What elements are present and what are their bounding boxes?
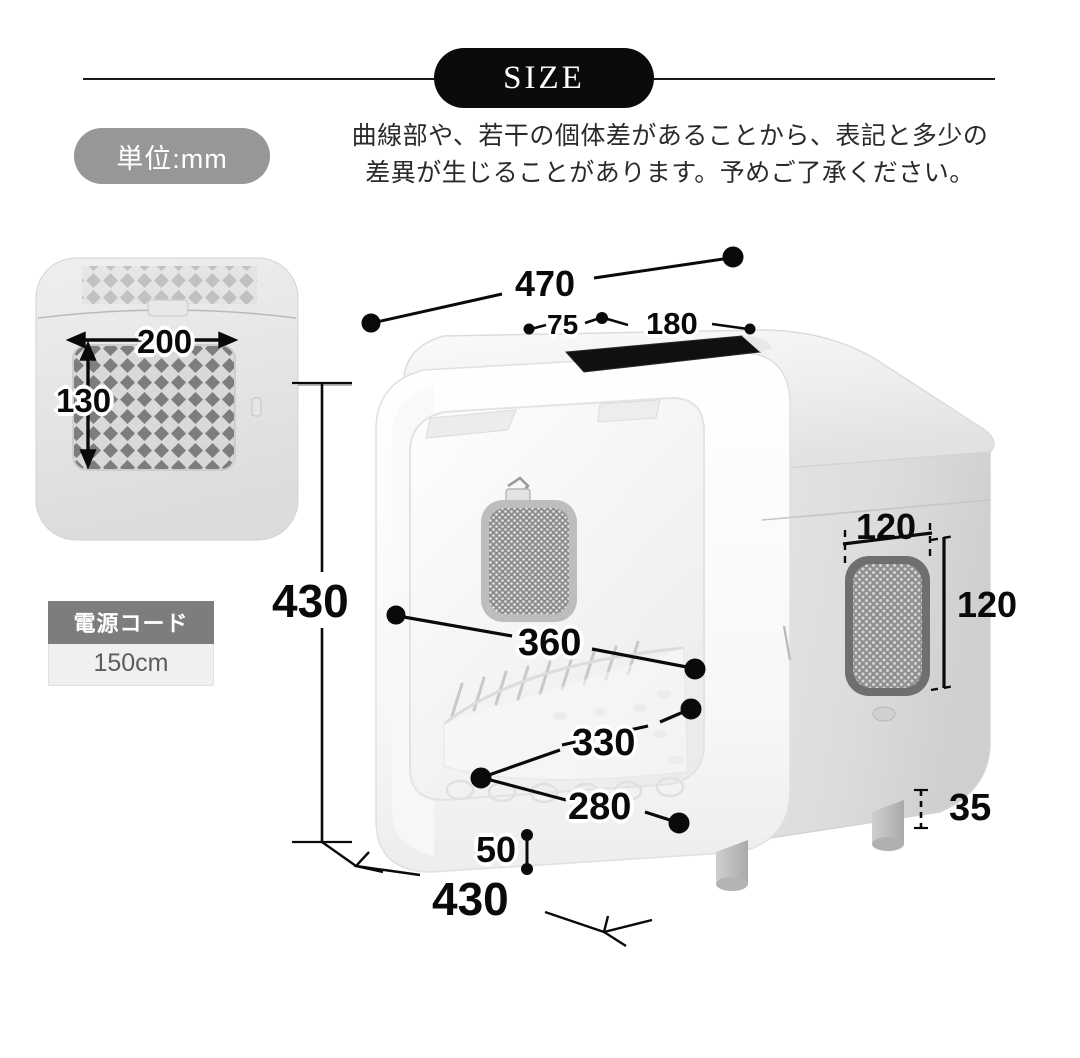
dim-label-430-height: 430: [272, 575, 349, 627]
dim-label-50: 50: [476, 829, 517, 870]
side-vent: [845, 556, 930, 696]
dim-label-130: 130: [56, 382, 112, 419]
power-cord-title: 電源コード: [48, 601, 214, 644]
size-badge-label: SIZE: [503, 59, 585, 96]
disclaimer-text: 曲線部や、若干の個体差があることから、表記と多少の 差異が生じることがあります。…: [310, 118, 1030, 192]
power-cord-label: 電源コード 150cm: [48, 601, 214, 686]
dim-label-35: 35: [949, 787, 992, 829]
header-rule-right: [645, 78, 995, 80]
disclaimer-line-1: 曲線部や、若干の個体差があることから、表記と多少の: [351, 122, 989, 150]
door-bottom-ribs: [445, 776, 685, 804]
unit-badge: 単位:mm: [74, 128, 270, 184]
dimension-lines: [292, 246, 756, 948]
dim-label-470: 470: [515, 263, 576, 304]
header-rule-left: [83, 78, 445, 80]
dim-label-180: 180: [646, 306, 698, 341]
dim-label-120-height: 120: [957, 584, 1018, 625]
side-screw: [872, 706, 896, 722]
size-badge: SIZE: [434, 48, 654, 108]
foot-rear: [872, 800, 904, 849]
appliance-body: [375, 329, 995, 891]
disclaimer-line-2: 差異が生じることがあります。予めご了承ください。: [365, 159, 975, 187]
dim-label-280: 280: [568, 786, 632, 828]
unit-badge-label: 単位:mm: [116, 143, 228, 174]
interior-filter: [481, 476, 577, 622]
dim-label-75: 75: [547, 309, 579, 340]
dim-label-360: 360: [518, 622, 582, 664]
side-vent-dimensions: [842, 520, 956, 830]
leader-50: [521, 829, 533, 875]
dim-label-120-width: 120: [856, 506, 917, 547]
dim-label-430-depth: 430: [432, 873, 509, 925]
dim-label-200: 200: [137, 323, 193, 360]
power-cord-length: 150cm: [48, 644, 214, 686]
dim-label-330: 330: [572, 722, 636, 764]
foot-front: [716, 840, 748, 889]
